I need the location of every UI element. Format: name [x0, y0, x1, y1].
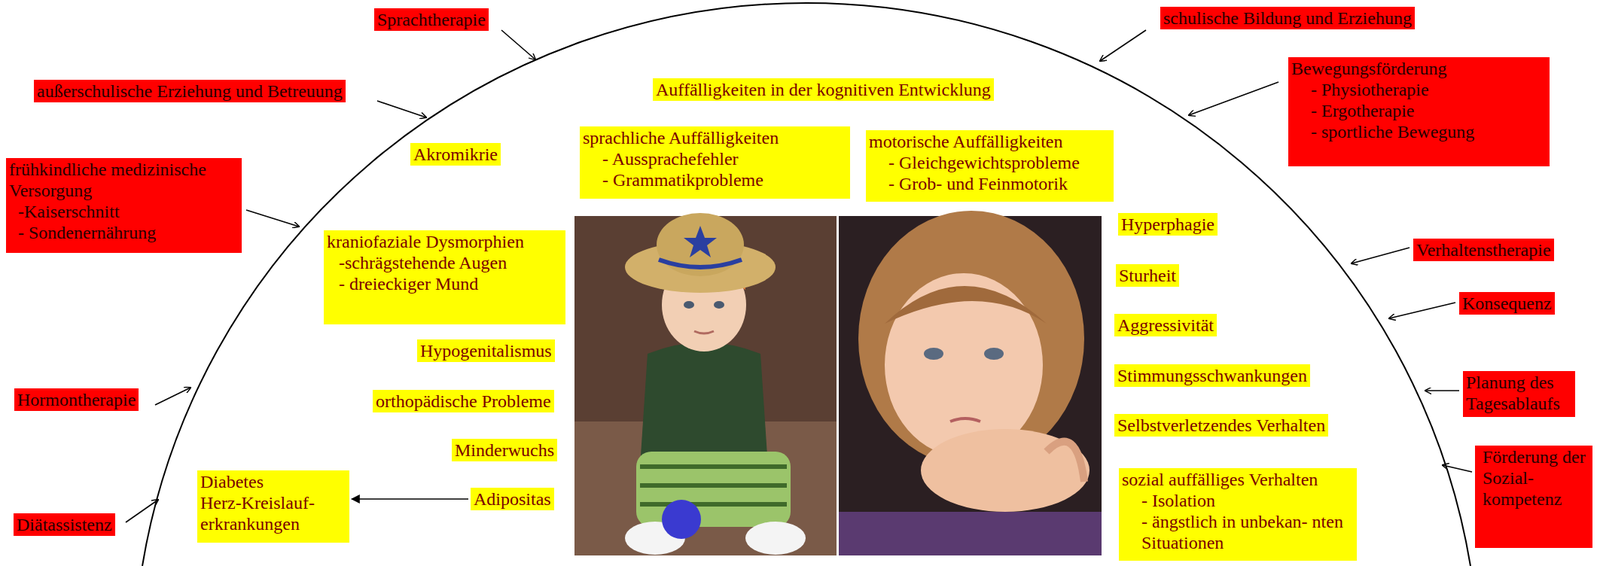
symptom-box: Adipositas [470, 487, 555, 511]
photo-girl [838, 210, 1102, 556]
box-item: Herz-Kreislauf- erkrankungen [200, 492, 347, 535]
symptom-box: Selbstverletzendes Verhalten [1114, 414, 1329, 437]
box-text: sprachliche Auffälligkeiten [582, 127, 848, 149]
intervention-box: Sprachtherapie [374, 8, 489, 31]
box-text: Sprachtherapie [377, 9, 486, 31]
symptom-box: orthopädische Probleme [372, 390, 555, 413]
intervention-box: schulische Bildung und Erziehung [1160, 6, 1415, 30]
intervention-box: Diätassistenz [13, 513, 116, 537]
box-text: Planung des Tagesablaufs [1465, 371, 1573, 415]
box-text: Auffälligkeiten in der kognitiven Entwic… [655, 79, 991, 101]
box-text: frühkindliche medizinische Versorgung [9, 158, 239, 202]
symptom-box: sprachliche Auffälligkeiten- Aussprachef… [579, 126, 851, 199]
symptom-box: sozial auffälliges Verhalten- Isolation-… [1118, 468, 1357, 561]
box-item: - Aussprachefehler [582, 148, 848, 170]
intervention-box: Förderung der Sozial- kompetenz [1475, 445, 1593, 549]
box-text: Akromikrie [413, 143, 498, 165]
box-text: Förderung der Sozial- kompetenz [1478, 446, 1590, 510]
symptom-box: Minderwuchs [451, 438, 558, 462]
symptom-box: Sturheit [1115, 264, 1180, 287]
symptom-box: Hypogenitalismus [417, 339, 555, 363]
connector-arrow [351, 498, 469, 500]
intervention-box: frühkindliche medizinische Versorgung-Ka… [6, 158, 242, 253]
photo-boy [574, 213, 837, 556]
box-item: - ängstlich in unbekan- nten Situationen [1121, 511, 1354, 554]
box-text: Diabetes [200, 471, 347, 493]
box-text: Hormontherapie [17, 389, 136, 411]
box-text: Selbstverletzendes Verhalten [1117, 414, 1326, 436]
box-text: Adipositas [473, 488, 552, 510]
box-text: Diätassistenz [16, 514, 113, 536]
box-text: kraniofaziale Dysmorphien [326, 231, 563, 253]
box-item: - dreieckiger Mund [326, 273, 563, 295]
symptom-box: Auffälligkeiten in der kognitiven Entwic… [652, 78, 994, 101]
box-text: Stimmungsschwankungen [1117, 365, 1308, 387]
box-text: Hypogenitalismus [420, 340, 552, 362]
box-item: - Grammatikprobleme [582, 169, 848, 191]
box-text: außerschulische Erziehung und Betreuung [36, 80, 343, 102]
symptom-box: DiabetesHerz-Kreislauf- erkrankungen [197, 470, 350, 543]
symptom-box: motorische Auffälligkeiten- Gleichgewich… [865, 130, 1114, 202]
box-item: - Ergotherapie [1291, 100, 1547, 122]
intervention-box: Verhaltenstherapie [1413, 238, 1555, 262]
box-item: -schrägstehende Augen [326, 252, 563, 274]
intervention-box: Planung des Tagesablaufs [1462, 371, 1576, 418]
symptom-box: Stimmungsschwankungen [1114, 364, 1311, 388]
symptom-box: Aggressivität [1114, 313, 1217, 337]
box-item: - Isolation [1121, 490, 1354, 512]
box-text: Sturheit [1118, 265, 1177, 287]
box-item: - sportliche Bewegung [1291, 121, 1547, 143]
symptom-box: kraniofaziale Dysmorphien-schrägstehende… [323, 230, 566, 325]
box-text: Hyperphagie [1121, 213, 1215, 235]
box-text: Konsequenz [1462, 292, 1552, 314]
intervention-box: außerschulische Erziehung und Betreuung [33, 79, 346, 103]
box-text: Bewegungsförderung [1291, 57, 1547, 80]
box-item: -Kaiserschnitt [9, 201, 239, 223]
box-item: - Physiotherapie [1291, 79, 1547, 101]
intervention-box: Hormontherapie [14, 388, 139, 412]
box-text: orthopädische Probleme [375, 390, 552, 412]
symptom-box: Hyperphagie [1118, 213, 1218, 236]
symptom-box: Akromikrie [410, 143, 501, 166]
box-text: schulische Bildung und Erziehung [1163, 7, 1412, 29]
box-text: sozial auffälliges Verhalten [1121, 469, 1354, 491]
box-item: - Sondenernährung [9, 222, 239, 244]
box-item: - Gleichgewichtsprobleme [868, 152, 1111, 174]
box-text: Minderwuchs [454, 439, 555, 461]
box-item: - Grob- und Feinmotorik [868, 173, 1111, 195]
intervention-box: Konsequenz [1459, 292, 1555, 315]
box-text: motorische Auffälligkeiten [868, 131, 1111, 153]
intervention-box: Bewegungsförderung- Physiotherapie- Ergo… [1288, 57, 1550, 167]
box-text: Verhaltenstherapie [1416, 239, 1552, 261]
box-text: Aggressivität [1117, 314, 1214, 336]
